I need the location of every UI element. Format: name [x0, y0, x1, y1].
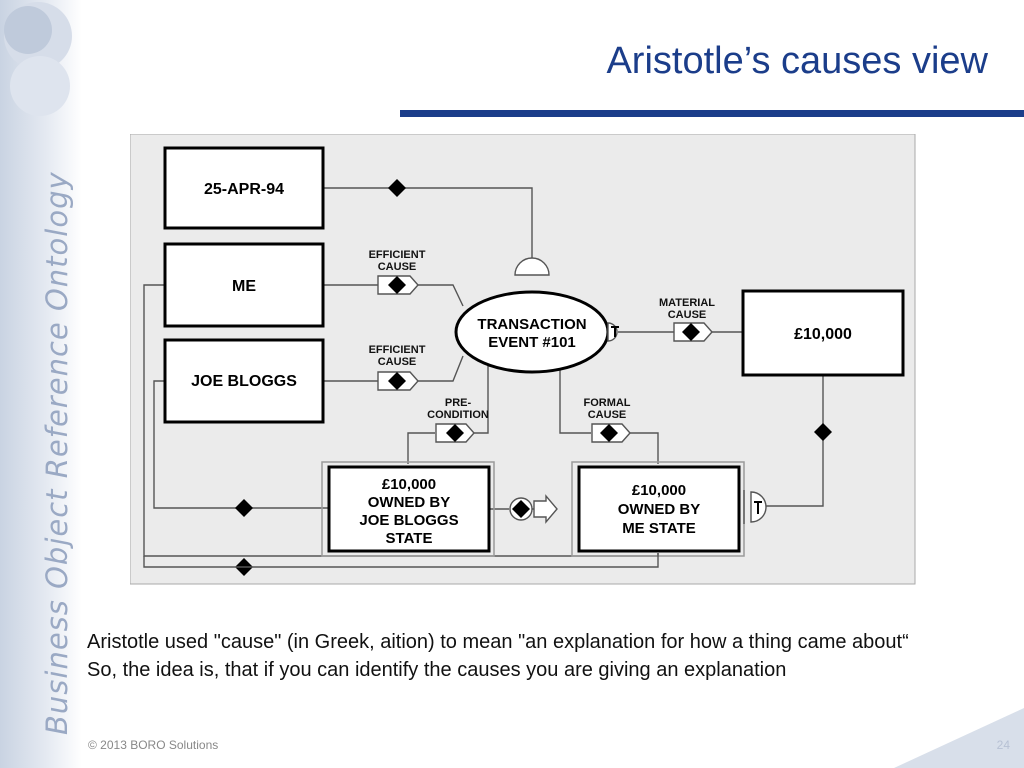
causes-diagram: 25-APR-94 ME JOE BLOGGS TRANSACTION EVEN…: [130, 134, 916, 585]
date-label: 25-APR-94: [204, 181, 284, 198]
event-label-line1: TRANSACTION: [477, 316, 586, 333]
efficient-cause-connector-2: [377, 371, 419, 391]
material-cause-label-b: CAUSE: [668, 309, 707, 321]
link-diamonds: [235, 179, 832, 576]
formal-cause-label-b: CAUSE: [588, 409, 627, 421]
event-label-line2: EVENT #101: [488, 334, 576, 351]
formal-cause-label-a: FORMAL: [583, 397, 630, 409]
joe-bloggs-label: JOE BLOGGS: [191, 373, 297, 390]
me-label: ME: [232, 278, 256, 295]
page-number: 24: [996, 738, 1010, 752]
joe-bloggs-box: [163, 338, 325, 424]
precondition-label-a: PRE-: [445, 397, 472, 409]
date-box: [163, 146, 325, 230]
corner-decoration: [894, 708, 1024, 768]
precondition-label-b: CONDITION: [427, 409, 489, 421]
joe-state-line2: OWNED BY: [368, 494, 451, 511]
amount-label: £10,000: [794, 326, 852, 343]
me-state-line2: OWNED BY: [618, 501, 701, 518]
date-link-diamond: [388, 179, 406, 197]
decorative-circles: [4, 2, 72, 116]
joe-state-outer: [321, 461, 495, 557]
material-cause-label-a: MATERIAL: [659, 297, 715, 309]
formal-cause-connector: [591, 423, 631, 443]
efficient-cause-label-2b: CAUSE: [378, 356, 417, 368]
side-band: [0, 0, 82, 768]
me-state-line3: ME STATE: [622, 520, 696, 537]
body-text: Aristotle used "cause" (in Greek, aition…: [87, 628, 1007, 684]
material-cause-connector: [673, 322, 713, 342]
me-state-box: [577, 465, 741, 553]
side-ontology-text: Business Object Reference Ontology: [40, 171, 74, 735]
me-box: [163, 242, 325, 328]
joe-link-diamond: [235, 499, 253, 517]
footer-copyright: © 2013 BORO Solutions: [88, 738, 219, 752]
joe-state-line3: JOE BLOGGS: [359, 512, 458, 529]
efficient-cause-label-1a: EFFICIENT: [369, 249, 426, 261]
event-half-circle: [514, 257, 550, 276]
title-rule: [400, 110, 1024, 117]
efficient-cause-label-1b: CAUSE: [378, 261, 417, 273]
precondition-connector: [435, 423, 475, 443]
amount-box: [741, 289, 905, 377]
joe-state-line4: STATE: [386, 530, 433, 547]
efficient-cause-label-2a: EFFICIENT: [369, 344, 426, 356]
body-paragraph-2: So, the idea is, that if you can identif…: [87, 659, 787, 681]
body-paragraph-1: Aristotle used "cause" (in Greek, aition…: [87, 631, 909, 653]
state-transition-connector: [509, 494, 558, 524]
efficient-cause-connector-1: [377, 275, 419, 295]
amount-link-diamond: [814, 423, 832, 441]
me-state-line1: £10,000: [632, 482, 686, 499]
joe-state-box: [327, 465, 491, 553]
slide-title: Aristotle’s causes view: [606, 40, 988, 82]
joe-state-line1: £10,000: [382, 476, 436, 493]
